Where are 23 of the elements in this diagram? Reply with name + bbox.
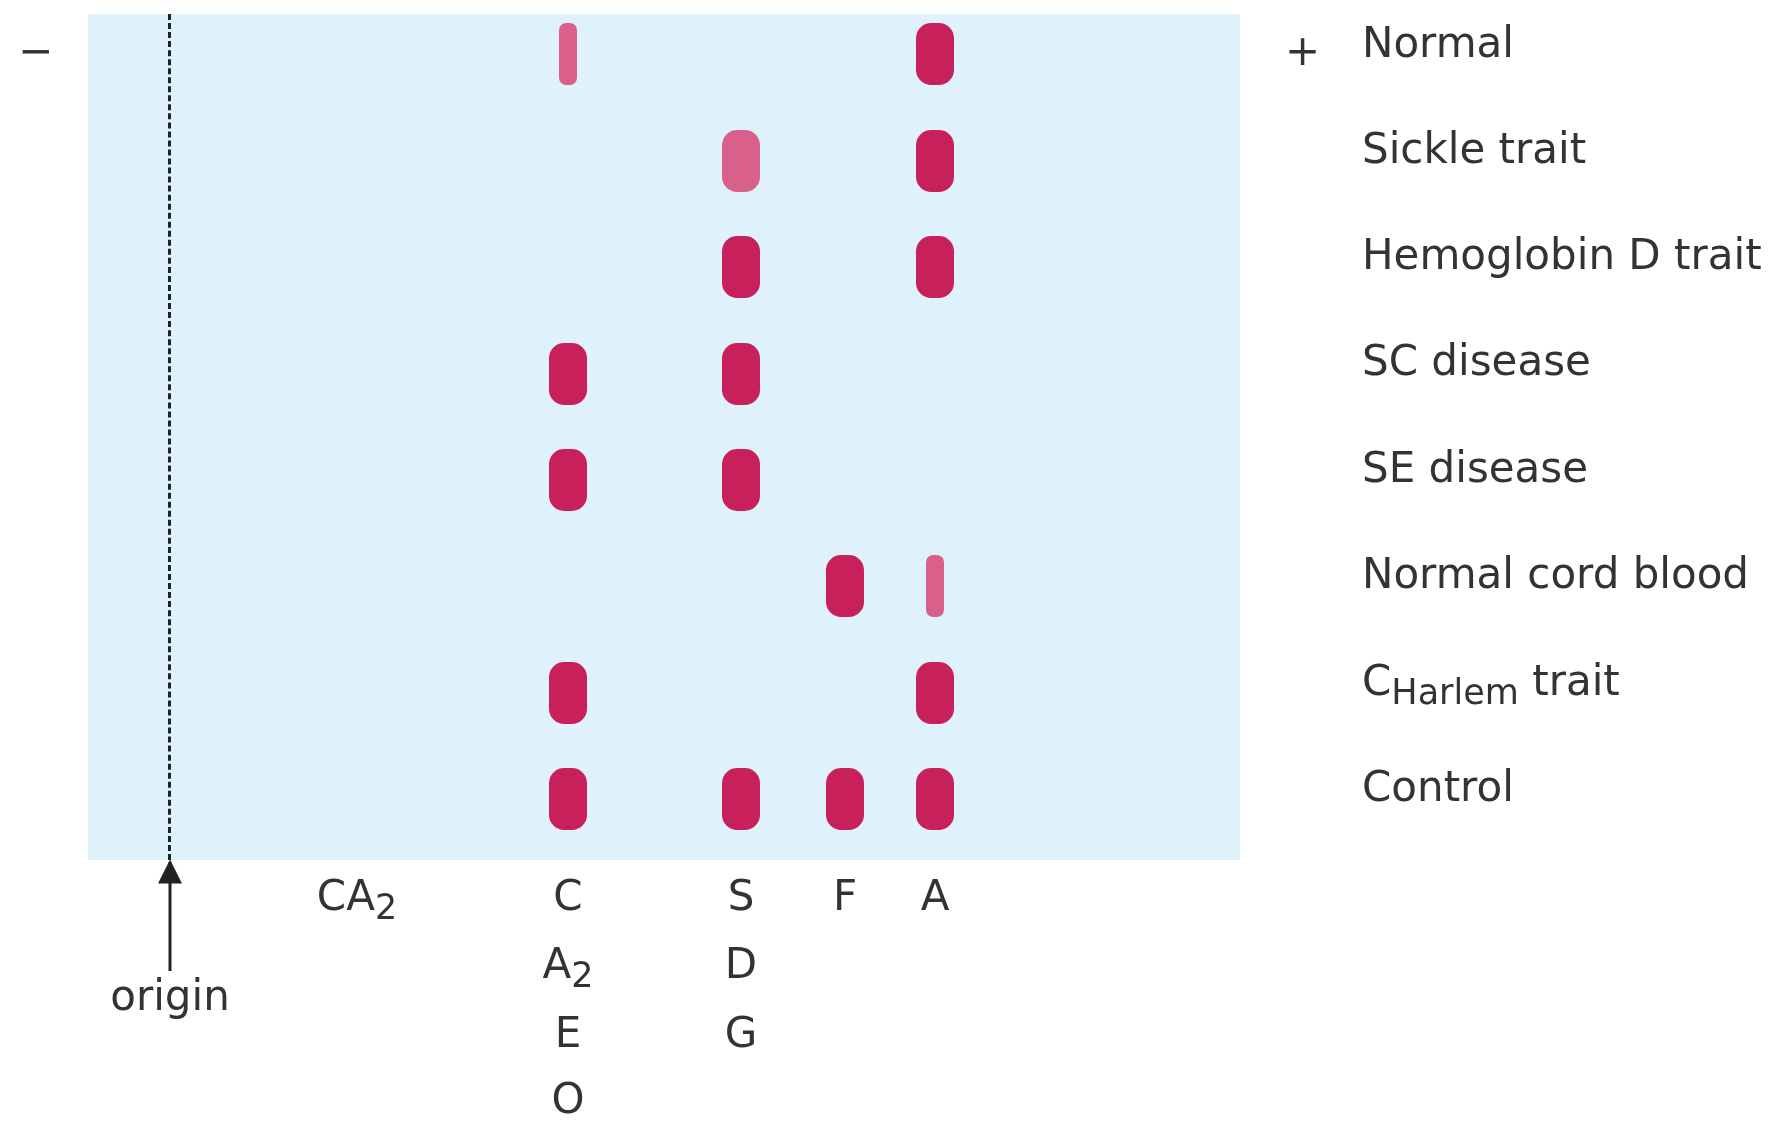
arrow [158, 859, 182, 971]
lane-label: A$_{2}$ [542, 943, 594, 994]
lane-label: E [554, 1012, 582, 1054]
lane-label: O [551, 1078, 585, 1120]
row-label: SE disease [1362, 447, 1589, 489]
row-label: Normal cord blood [1362, 553, 1750, 595]
row-label: SC disease [1362, 340, 1591, 382]
lane-label: A [920, 875, 950, 917]
row-label: Sickle trait [1362, 128, 1587, 170]
pole-sign: + [1285, 30, 1321, 72]
row-label: Hemoglobin D trait [1362, 234, 1762, 276]
row-label: Normal [1362, 22, 1514, 64]
lane-label: G [724, 1012, 758, 1054]
row-label: C$_{Harlem}$ trait [1362, 660, 1620, 711]
lane-label: F [832, 875, 858, 917]
lane-label: C [553, 875, 583, 917]
lane-label: D [724, 943, 758, 985]
origin-label: origin [110, 975, 230, 1017]
row-label: Control [1362, 766, 1514, 808]
pole-sign: − [18, 30, 54, 72]
lane-label: S [727, 875, 755, 917]
lane-label: CA$_{2}$ [316, 875, 398, 926]
origin-line [168, 14, 171, 860]
